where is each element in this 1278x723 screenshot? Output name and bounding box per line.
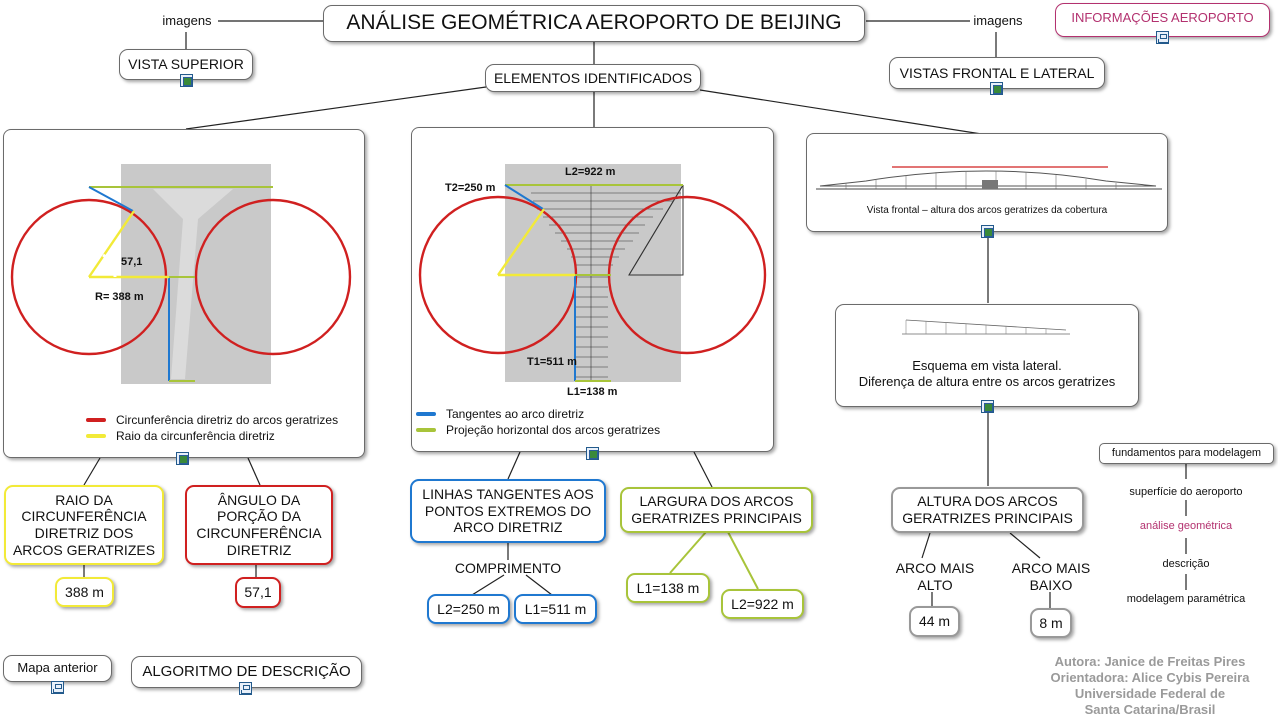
t1-511-label: T1=511 m bbox=[527, 356, 577, 368]
lateral-scheme-node: Esquema em vista lateral. Diferença de a… bbox=[835, 304, 1139, 407]
l2-250-value: L2=250 m bbox=[427, 594, 510, 624]
link-imagens-right[interactable]: imagens bbox=[973, 13, 1023, 28]
legend-blue: Tangentes ao arco diretriz bbox=[416, 407, 584, 421]
arco-alto-label: ARCO MAIS ALTO bbox=[895, 560, 975, 593]
author-line2: Orientadora: Alice Cybis Pereira bbox=[1050, 669, 1250, 685]
raio-label: RAIO DA CIRCUNFERÊNCIA DIRETRIZ DOS ARCO… bbox=[12, 491, 156, 558]
elementos-label: ELEMENTOS IDENTIFICADOS bbox=[493, 69, 693, 86]
l2-922-value: L2=922 m bbox=[721, 589, 804, 619]
author-line3: Universidade Federal de bbox=[1074, 685, 1226, 701]
airport-aerial-photo-2 bbox=[505, 164, 681, 382]
info-map-icon[interactable] bbox=[1156, 31, 1169, 44]
right-directrix-circle bbox=[194, 198, 352, 356]
angle-label: 57,1 bbox=[121, 256, 142, 268]
info-aeroporto-label: INFORMAÇÕES AEROPORTO bbox=[1071, 10, 1254, 25]
legend-red: Circunferência diretriz do arcos geratri… bbox=[86, 413, 338, 427]
mapa-anterior-label: Mapa anterior bbox=[17, 660, 98, 675]
legend-green: Projeção horizontal dos arcos geratrizes bbox=[416, 423, 660, 437]
legend-yellow: Raio da circunferência diretriz bbox=[86, 429, 275, 443]
angulo-node: ÂNGULO DA PORÇÃO DA CIRCUNFERÊNCIA DIRET… bbox=[185, 485, 333, 565]
fundamentos-item-analise[interactable]: análise geométrica bbox=[1139, 520, 1233, 532]
raio-value: 388 m bbox=[55, 577, 114, 607]
value-44m: 44 m bbox=[909, 606, 960, 637]
value-44m-text: 44 m bbox=[918, 613, 951, 630]
fundamentos-item-descricao[interactable]: descrição bbox=[1162, 558, 1210, 570]
angle-arc bbox=[102, 253, 117, 278]
panel2-image-icon[interactable] bbox=[586, 447, 599, 460]
author-line4: Santa Catarina/Brasil bbox=[1084, 701, 1216, 717]
algoritmo-map-icon[interactable] bbox=[239, 682, 252, 695]
fundamentos-title: fundamentos para modelagem bbox=[1111, 447, 1262, 460]
altura-label: ALTURA DOS ARCOS GERATRIZES PRINCIPAIS bbox=[902, 493, 1073, 526]
author-line1: Autora: Janice de Freitas Pires bbox=[1054, 654, 1246, 669]
tangent-line-top bbox=[88, 186, 134, 212]
frontal-caption: Vista frontal – altura dos arcos geratri… bbox=[866, 205, 1108, 216]
vista-superior-image-icon[interactable] bbox=[180, 74, 193, 87]
value-8m-text: 8 m bbox=[1039, 614, 1063, 631]
lateral-line2: Diferença de altura entre os arcos gerat… bbox=[858, 373, 1116, 389]
legend-red-text: Circunferência diretriz do arcos geratri… bbox=[116, 413, 339, 427]
mapa-anterior-button[interactable]: Mapa anterior bbox=[3, 655, 112, 682]
fundamentos-item-superficie[interactable]: superfície do aeroporto bbox=[1129, 486, 1243, 498]
fundamentos-node[interactable]: fundamentos para modelagem bbox=[1099, 443, 1274, 464]
lateral-scheme-drawing bbox=[902, 319, 1070, 335]
l1-138-value: L1=138 m bbox=[626, 573, 710, 603]
vistas-frontal-lateral-label: VISTAS FRONTAL E LATERAL bbox=[899, 64, 1095, 81]
arco-baixo-label: ARCO MAIS BAIXO bbox=[1011, 560, 1091, 593]
page-title: ANÁLISE GEOMÉTRICA AEROPORTO DE BEIJING bbox=[323, 5, 865, 42]
legend-green-text: Projeção horizontal dos arcos geratrizes bbox=[446, 423, 661, 437]
largura-label: LARGURA DOS ARCOS GERATRIZES PRINCIPAIS bbox=[631, 493, 802, 526]
largura-node: LARGURA DOS ARCOS GERATRIZES PRINCIPAIS bbox=[620, 487, 813, 533]
l1-511-text: L1=511 m bbox=[524, 600, 587, 617]
tangent-diagram: L2=922 m T2=250 m T1=511 m L1=138 m bbox=[418, 164, 767, 398]
vistas-frontal-image-icon[interactable] bbox=[990, 82, 1003, 95]
altura-node: ALTURA DOS ARCOS GERATRIZES PRINCIPAIS bbox=[891, 487, 1084, 533]
panel1-image-icon[interactable] bbox=[176, 452, 189, 465]
legend-yellow-text: Raio da circunferência diretriz bbox=[116, 429, 275, 443]
lateral-line1: Esquema em vista lateral. bbox=[912, 358, 1062, 374]
raio-value-text: 388 m bbox=[65, 583, 104, 600]
value-8m: 8 m bbox=[1030, 608, 1072, 638]
l1-138-label: L1=138 m bbox=[567, 386, 618, 398]
linhas-tangentes-label: LINHAS TANGENTES AOS PONTOS EXTREMOS DO … bbox=[422, 486, 594, 536]
l2-922-label: L2=922 m bbox=[565, 166, 616, 178]
l1-138-text: L1=138 m bbox=[636, 579, 700, 596]
angulo-label: ÂNGULO DA PORÇÃO DA CIRCUNFERÊNCIA DIRET… bbox=[196, 491, 322, 558]
elementos-node: ELEMENTOS IDENTIFICADOS bbox=[485, 64, 701, 92]
author-credits: Autora: Janice de Freitas Pires Orientad… bbox=[1030, 654, 1270, 717]
raio-node: RAIO DA CIRCUNFERÊNCIA DIRETRIZ DOS ARCO… bbox=[4, 485, 164, 565]
link-imagens-left[interactable]: imagens bbox=[162, 13, 212, 28]
page-title-text: ANÁLISE GEOMÉTRICA AEROPORTO DE BEIJING bbox=[346, 11, 842, 35]
panel3-image-icon[interactable] bbox=[981, 225, 994, 238]
radius-label: R= 388 m bbox=[95, 291, 144, 303]
frontal-view-drawing bbox=[816, 166, 1162, 190]
radius-diagonal bbox=[88, 210, 135, 278]
angulo-value-text: 57,1 bbox=[244, 584, 272, 601]
mapa-anterior-map-icon[interactable] bbox=[51, 681, 64, 694]
circle-diagram: 57,1 R= 388 m bbox=[10, 164, 352, 384]
vista-superior-label: VISTA SUPERIOR bbox=[128, 56, 244, 73]
legend-blue-text: Tangentes ao arco diretriz bbox=[446, 407, 585, 421]
linhas-tangentes-node: LINHAS TANGENTES AOS PONTOS EXTREMOS DO … bbox=[410, 479, 606, 543]
algoritmo-label: ALGORITMO DE DESCRIÇÃO bbox=[142, 663, 351, 681]
angulo-value: 57,1 bbox=[235, 577, 281, 608]
fundamentos-item-modelagem[interactable]: modelagem paramétrica bbox=[1126, 593, 1246, 605]
t2-250-label: T2=250 m bbox=[445, 182, 496, 194]
l2-922-text: L2=922 m bbox=[731, 595, 794, 612]
l1-511-value: L1=511 m bbox=[514, 594, 597, 624]
l2-250-text: L2=250 m bbox=[437, 600, 500, 617]
comprimento-label: COMPRIMENTO bbox=[454, 560, 562, 576]
lateral-image-icon[interactable] bbox=[981, 400, 994, 413]
